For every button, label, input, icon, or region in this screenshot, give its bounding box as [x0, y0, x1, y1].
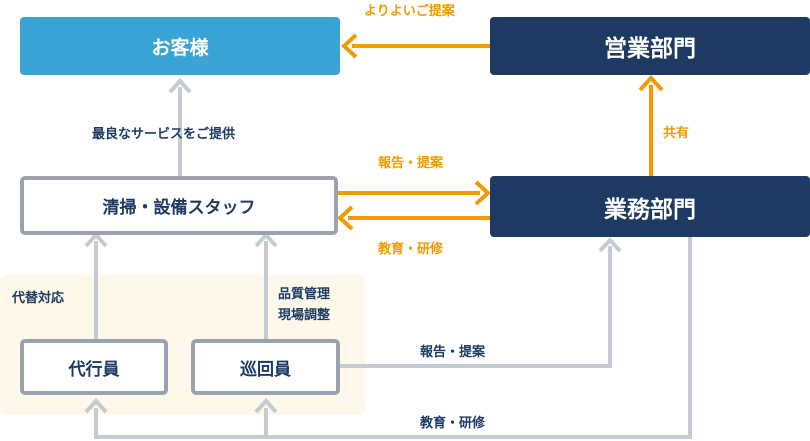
arrowhead-substitute-to-staff — [84, 232, 108, 248]
patrol-node: 巡回員 — [191, 339, 340, 395]
arrowhead-patrol-to-ops — [598, 237, 622, 253]
arrowhead-ops-to-sales — [638, 75, 664, 92]
site-adjust-label: 現場調整 — [278, 308, 331, 323]
operations-dept-node: 業務部門 — [490, 176, 810, 237]
quality-mgmt-label: 品質管理 — [278, 287, 331, 302]
better-proposals-label: よりよいご提案 — [364, 4, 455, 19]
education-top-label: 教育・研修 — [378, 242, 444, 257]
arrowhead-ops-to-substitute — [84, 398, 108, 414]
arrowhead-staff-to-ops — [474, 180, 491, 206]
sales-dept-node: 営業部門 — [490, 17, 810, 75]
arrow-ops-to-field — [94, 237, 692, 439]
customer-label: お客様 — [151, 36, 209, 59]
cleaning-staff-node: 清掃・設備スタッフ — [20, 176, 338, 235]
patrol-label: 巡回員 — [240, 359, 291, 380]
arrowhead-ops-to-patrol — [254, 398, 278, 414]
report-proposal-bottom-label: 報告・提案 — [420, 345, 486, 360]
arrowhead-sales-to-customer — [341, 33, 358, 59]
best-service-label: 最良なサービスをご提供 — [92, 127, 236, 142]
substitute-node: 代行員 — [20, 339, 168, 395]
substitute-label: 代行員 — [68, 359, 120, 380]
arrowhead-staff-to-customer — [168, 78, 192, 94]
substitute-response-label: 代替対応 — [12, 291, 65, 306]
arrow-patrol-to-ops — [340, 246, 612, 368]
sales-dept-label: 営業部門 — [604, 36, 696, 62]
customer-node: お客様 — [20, 17, 340, 75]
arrowhead-ops-to-staff — [337, 205, 354, 231]
arrowhead-patrol-to-staff — [254, 232, 278, 248]
education-bottom-label: 教育・研修 — [420, 416, 486, 431]
share-label: 共有 — [663, 126, 690, 141]
operations-dept-label: 業務部門 — [604, 196, 696, 223]
quality-site-label: 品質管理 現場調整 — [278, 284, 330, 326]
cleaning-staff-label: 清掃・設備スタッフ — [102, 198, 256, 218]
report-proposal-top-label: 報告・提案 — [378, 156, 444, 171]
